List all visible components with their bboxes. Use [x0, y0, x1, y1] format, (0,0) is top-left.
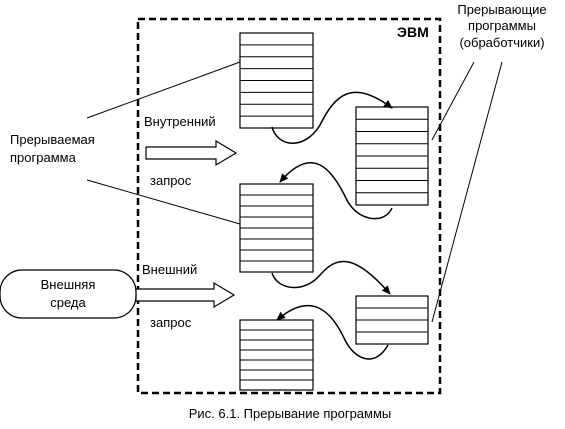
pointer-line-interrupted-2	[86, 179, 241, 225]
external-environment-box	[0, 269, 137, 319]
interrupted-program-label-line2: программа	[10, 150, 76, 165]
program-block-3	[239, 319, 314, 391]
interrupting-programs-label-line3: (обработчики)	[459, 35, 545, 50]
interrupting-programs-label-line1: Прерывающие	[457, 2, 547, 17]
program-block-2	[239, 183, 314, 273]
computer-boundary	[136, 17, 442, 395]
interrupted-program-label-line1: Прерываемая	[10, 132, 95, 147]
program-block-1	[239, 32, 314, 129]
external-request-label-line2: запрос	[150, 315, 192, 330]
pointer-line-interrupted-1	[86, 61, 241, 119]
external-environment-label-line2: среда	[50, 295, 86, 310]
internal-request-arrow	[145, 139, 238, 167]
external-request-label-line1: Внешний	[142, 262, 198, 277]
internal-request-label-line2: запрос	[150, 173, 192, 188]
handler-block-1	[355, 106, 429, 206]
return-curve-2	[276, 304, 389, 360]
external-environment-label-line1: Внешняя	[40, 277, 96, 292]
interrupting-programs-label-line2: программы	[468, 18, 536, 33]
internal-request-label-line1: Внутренний	[144, 114, 216, 129]
transfer-curve-2	[271, 260, 391, 295]
pointer-line-handler-1	[431, 61, 475, 141]
return-curve-1	[279, 161, 393, 220]
external-request-arrow	[135, 281, 236, 309]
figure-caption: Рис. 6.1. Прерывание программы	[188, 406, 392, 421]
pointer-line-handler-2	[431, 61, 503, 323]
transfer-curve-1	[271, 91, 393, 144]
computer-label: ЭВМ	[397, 24, 429, 40]
handler-block-2	[355, 295, 429, 345]
block-outline	[239, 319, 314, 391]
